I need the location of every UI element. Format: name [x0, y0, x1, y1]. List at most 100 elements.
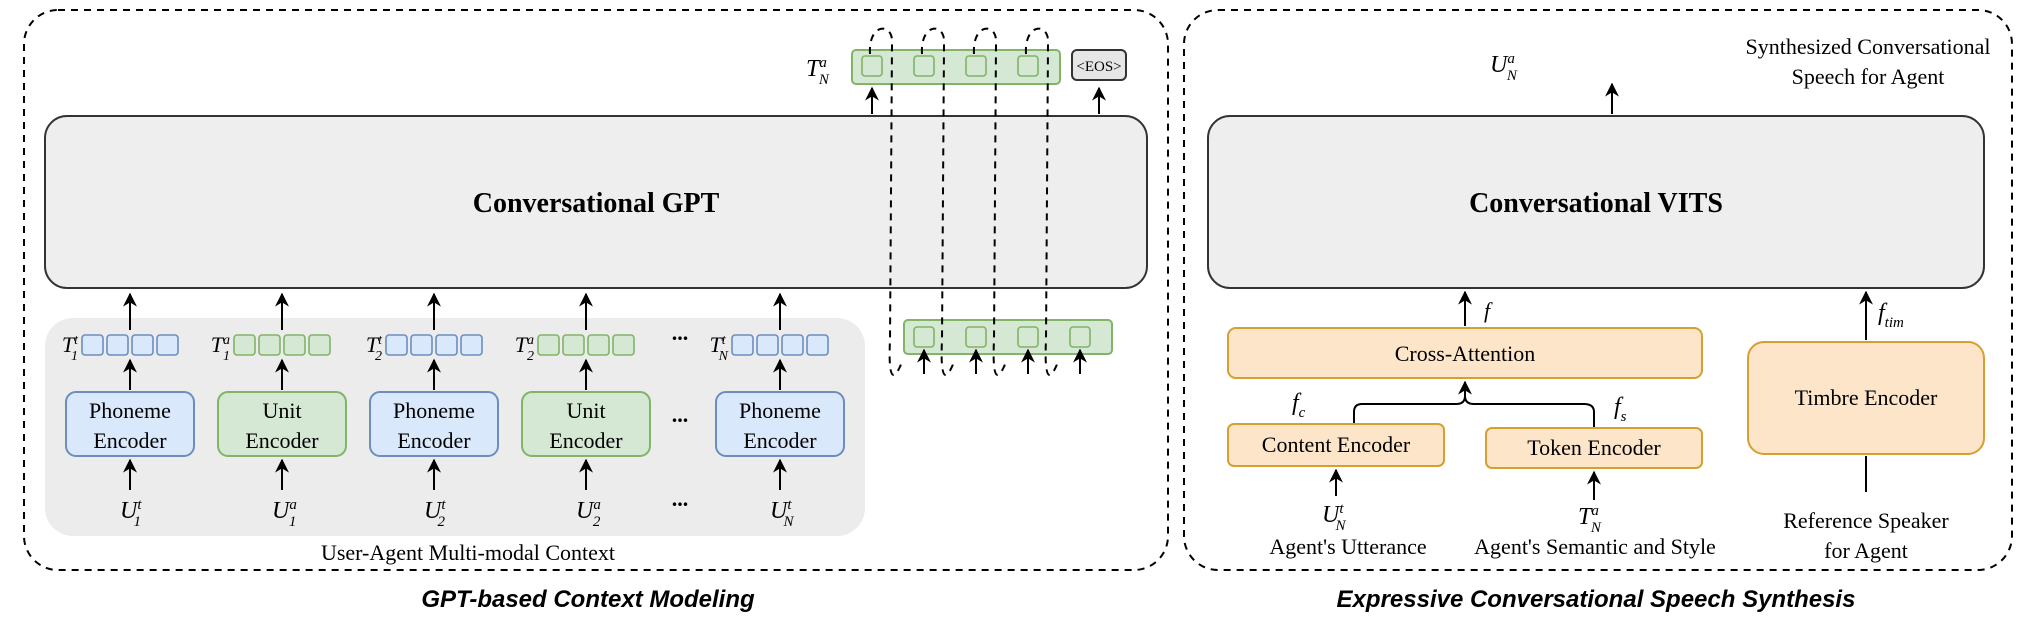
feedback-token-cell — [1017, 326, 1039, 348]
right-caption: Expressive Conversational Speech Synthes… — [1337, 586, 1856, 613]
output-token-cell — [1017, 55, 1039, 77]
encoder-label-line2: Encoder — [93, 428, 167, 453]
fs-text: fs — [1614, 394, 1627, 425]
left-panel-frame — [23, 9, 1169, 571]
token-cell — [258, 334, 281, 356]
encoder-label-line2: Encoder — [397, 428, 471, 453]
cross-attention-block — [1227, 327, 1703, 379]
token-cell — [410, 334, 433, 356]
f-label: f — [1484, 298, 1493, 323]
conversational-vits-block — [1207, 115, 1985, 289]
fs-label: fs — [1614, 394, 1627, 425]
conversational-gpt-block — [44, 115, 1148, 289]
vits-title: Conversational VITS — [1469, 188, 1723, 219]
phoneme-encoder-block — [65, 391, 195, 457]
feedback-token-cell — [913, 326, 935, 348]
gpt-title: Conversational GPT — [473, 188, 720, 219]
token-cell — [562, 334, 585, 356]
token-cell — [283, 334, 306, 356]
waveform-icon — [1539, 43, 1700, 73]
output-token-cell — [861, 55, 883, 77]
cross-attention-label: Cross-Attention — [1395, 341, 1536, 366]
ftim-label: ftim — [1878, 300, 1904, 331]
output-token-strip — [851, 49, 1061, 85]
f-text: f — [1484, 298, 1493, 323]
token-caption: Agent's Semantic and Style — [1474, 534, 1716, 559]
feedback-loop — [920, 27, 955, 376]
token-encoder-block — [1485, 427, 1703, 469]
fc-label: fc — [1292, 390, 1306, 421]
token-cell — [537, 334, 560, 356]
fc-text: fc — [1292, 390, 1306, 421]
token-cell — [435, 334, 458, 356]
encoder-label-line1: Phoneme — [393, 398, 475, 423]
encoder-label-line2: Encoder — [743, 428, 817, 453]
right-panel-frame — [1183, 9, 2013, 571]
content-caption: Agent's Utterance — [1269, 534, 1426, 559]
feedback-token-cell — [965, 326, 987, 348]
context-label: User-Agent Multi-modal Context — [321, 540, 615, 565]
speech-caption-line2: Speech for Agent — [1792, 64, 1945, 89]
content-encoder-label: Content Encoder — [1262, 432, 1411, 457]
token-cell — [460, 334, 483, 356]
ellipsis: ... — [672, 402, 689, 427]
phoneme-encoder-block — [715, 391, 845, 457]
encoder-label-line1: Phoneme — [739, 398, 821, 423]
token-cell — [81, 334, 104, 356]
token-cell — [308, 334, 331, 356]
encoder-label-line1: Phoneme — [89, 398, 171, 423]
eos-token — [1071, 49, 1127, 81]
ftim-text: ftim — [1878, 300, 1904, 331]
token-cell — [106, 334, 129, 356]
speech-caption-line1: Synthesized Conversational — [1745, 34, 1990, 59]
unit-encoder-block — [217, 391, 347, 457]
timbre-encoder-label: Timbre Encoder — [1795, 385, 1938, 410]
token-cell — [756, 334, 779, 356]
token-cell — [806, 334, 829, 356]
feedback-loop — [1024, 27, 1059, 376]
encoder-label-line1: Unit — [262, 398, 301, 423]
ellipsis: ... — [672, 320, 689, 345]
token-cell — [731, 334, 754, 356]
content-encoder-block — [1227, 423, 1445, 467]
timbre-encoder-block — [1747, 341, 1985, 455]
token-cell — [233, 334, 256, 356]
encoder-label-line2: Encoder — [245, 428, 319, 453]
left-caption: GPT-based Context Modeling — [421, 586, 755, 613]
token-cell — [781, 334, 804, 356]
eos-label: <EOS> — [1076, 59, 1121, 75]
token-cell — [385, 334, 408, 356]
feedback-token-cell — [1069, 326, 1091, 348]
token-cell — [612, 334, 635, 356]
feedback-loop — [972, 27, 1007, 376]
unit-encoder-block — [521, 391, 651, 457]
token-cell — [156, 334, 179, 356]
feedback-token-strip — [903, 319, 1113, 355]
token-encoder-label: Token Encoder — [1527, 435, 1661, 460]
phoneme-encoder-block — [369, 391, 499, 457]
reference-line1: Reference Speaker — [1783, 508, 1949, 533]
token-cell — [131, 334, 154, 356]
